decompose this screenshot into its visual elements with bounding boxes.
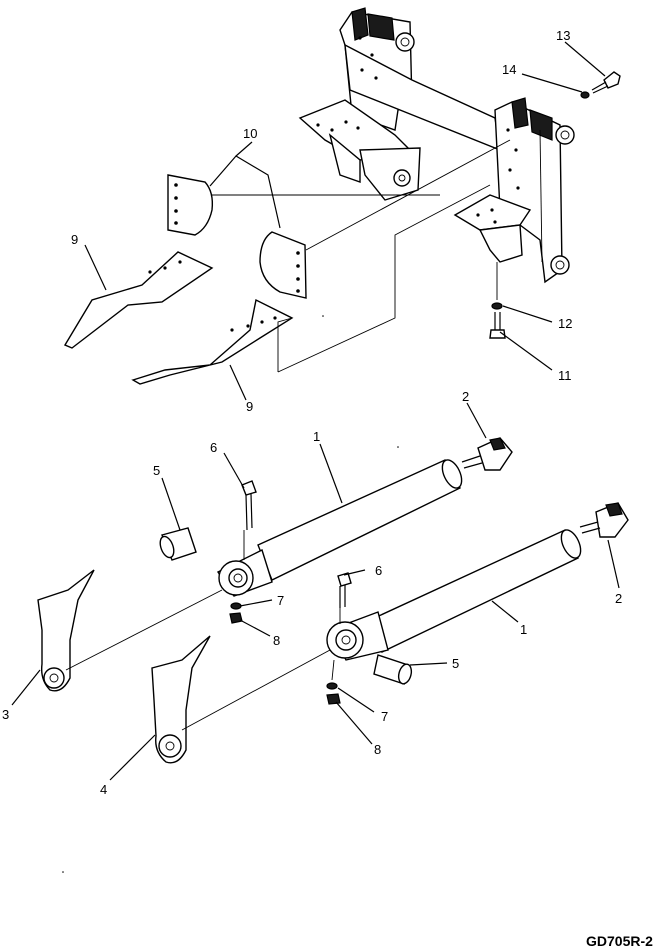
callout-6a: 6 — [210, 440, 217, 455]
washer-7-upper — [230, 602, 242, 610]
washer-12 — [491, 302, 503, 310]
callout-7b: 7 — [381, 709, 388, 724]
rod-end-block-lower — [579, 502, 629, 538]
callout-12: 12 — [558, 316, 572, 331]
cylinder-lower — [326, 529, 582, 661]
callout-8a: 8 — [273, 633, 280, 648]
callout-13: 13 — [556, 28, 570, 43]
callout-9a: 9 — [71, 232, 78, 247]
bracket-4 — [151, 635, 211, 764]
bolt-6-lower — [337, 572, 352, 608]
callout-1a: 1 — [313, 429, 320, 444]
callout-7a: 7 — [277, 593, 284, 608]
pin-5-lower — [373, 654, 413, 685]
callout-3: 3 — [2, 707, 9, 722]
leader-lines — [11, 41, 620, 781]
callout-14: 14 — [502, 62, 516, 77]
callout-labels: 1 1 2 2 3 4 5 5 6 6 7 7 8 8 9 9 10 11 12… — [2, 28, 622, 797]
shim-plate-lower — [259, 231, 307, 299]
wear-blade-lower — [131, 298, 294, 385]
callout-2a: 2 — [462, 389, 469, 404]
bolt-6-upper — [241, 480, 257, 560]
washer-14 — [580, 91, 590, 99]
bracket-3 — [37, 569, 95, 692]
assembly-lines-upper — [212, 139, 511, 373]
cylinder-upper — [216, 459, 463, 597]
shim-plate-upper — [167, 174, 214, 236]
rod-end-block-upper — [461, 437, 513, 471]
callout-1b: 1 — [520, 622, 527, 637]
bolt-11 — [489, 262, 506, 339]
callout-10: 10 — [243, 126, 257, 141]
callout-2b: 2 — [615, 591, 622, 606]
washer-7-lower — [326, 682, 338, 690]
callout-11: 11 — [558, 368, 572, 383]
callout-8b: 8 — [374, 742, 381, 757]
drawing-code: GD705R-2 — [586, 933, 653, 949]
pin-5-upper — [159, 527, 197, 561]
callout-5b: 5 — [452, 656, 459, 671]
callout-6b: 6 — [375, 563, 382, 578]
callout-9b: 9 — [246, 399, 253, 414]
callout-5a: 5 — [153, 463, 160, 478]
nut-8-lower — [326, 693, 341, 705]
nut-8-upper — [229, 612, 243, 624]
assembly-lines-lower — [65, 589, 341, 731]
bolt-13 — [591, 71, 621, 94]
frame-bracket — [298, 7, 575, 284]
callout-4: 4 — [100, 782, 107, 797]
wear-blade-upper — [63, 251, 214, 349]
